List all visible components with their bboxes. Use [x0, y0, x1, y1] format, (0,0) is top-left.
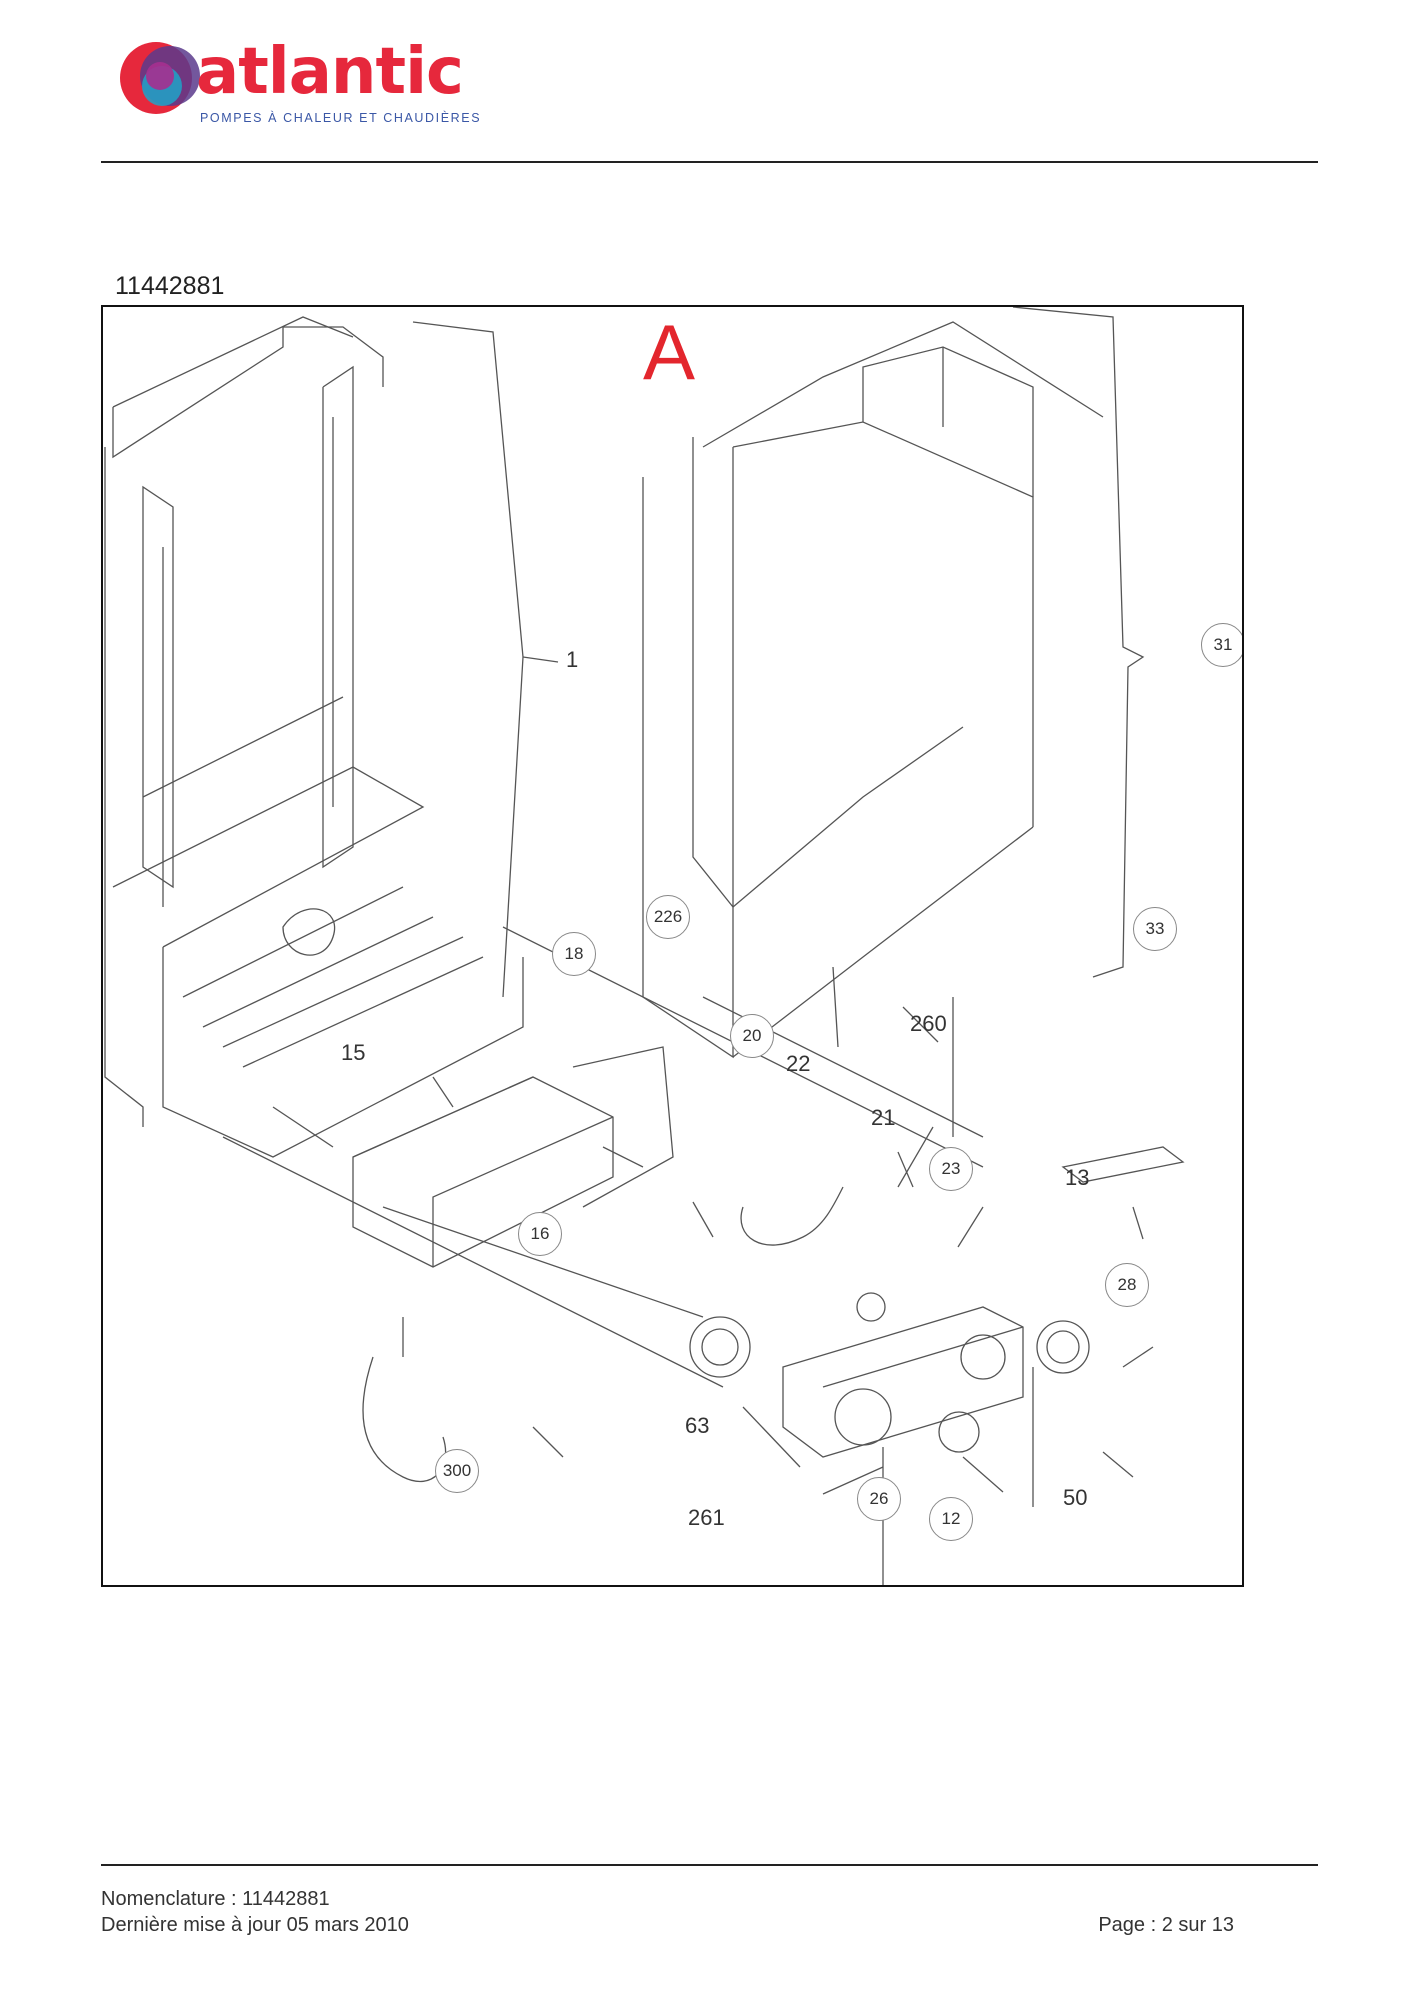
- exploded-parts-diagram: A 1 15 22 21 13 260 63 261 50 31 33 226 …: [101, 305, 1244, 1587]
- part-label-21: 21: [871, 1105, 896, 1130]
- diagram-drawing: [104, 307, 1185, 1585]
- part-bubble-18: 18: [552, 932, 596, 976]
- part-bubble-16: 16: [518, 1212, 562, 1256]
- part-bubble-26: 26: [857, 1477, 901, 1521]
- part-label-1: 1: [566, 647, 579, 672]
- brand-tagline: POMPES À CHALEUR ET CHAUDIÈRES: [200, 111, 482, 125]
- part-label-261: 261: [688, 1505, 725, 1530]
- part-bubble-20: 20: [730, 1014, 774, 1058]
- part-label-63: 63: [685, 1413, 710, 1438]
- part-label-13: 13: [1065, 1165, 1090, 1190]
- logo-mark-icon: [120, 42, 200, 114]
- part-label-22: 22: [786, 1051, 811, 1076]
- part-bubble-31: 31: [1201, 623, 1242, 667]
- brand-name: atlantic: [196, 35, 464, 109]
- part-bubble-300: 300: [435, 1449, 479, 1493]
- footer-divider: [101, 1864, 1318, 1866]
- part-label-260: 260: [910, 1011, 947, 1036]
- footer-last-update: Dernière mise à jour 05 mars 2010: [101, 1914, 409, 1936]
- document-reference: 11442881: [115, 272, 225, 300]
- part-bubble-12: 12: [929, 1497, 973, 1541]
- section-letter: A: [643, 308, 696, 396]
- part-bubble-226: 226: [646, 895, 690, 939]
- header-divider: [101, 161, 1318, 163]
- part-label-15: 15: [341, 1040, 366, 1065]
- part-bubble-23: 23: [929, 1147, 973, 1191]
- part-label-50: 50: [1063, 1485, 1088, 1510]
- footer-nomenclature: Nomenclature : 11442881: [101, 1888, 330, 1910]
- part-bubble-28: 28: [1105, 1263, 1149, 1307]
- page-number: Page : 2 sur 13: [1098, 1914, 1234, 1936]
- part-bubble-33: 33: [1133, 907, 1177, 951]
